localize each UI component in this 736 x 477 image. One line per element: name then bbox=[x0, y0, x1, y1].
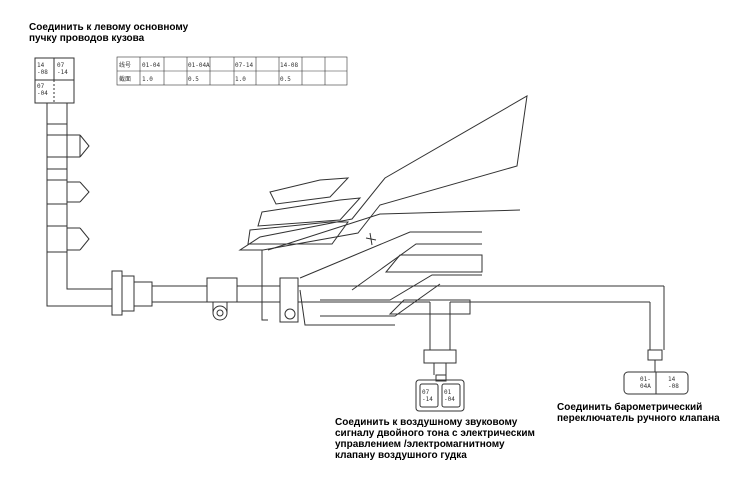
table-cell: 14-08 bbox=[280, 62, 298, 69]
caption-air-horn: Соединить к воздушному звуковому сигналу… bbox=[335, 417, 535, 461]
table-row-header: 线号 bbox=[119, 61, 131, 69]
caption-barometric: Соединить барометрический переключатель … bbox=[557, 402, 720, 424]
caption-left-line-2: пучку проводов кузова bbox=[29, 33, 145, 44]
table-cell: 1.0 bbox=[235, 76, 246, 83]
mounting-bracket bbox=[238, 95, 528, 326]
horn-pin-1: 07-14 bbox=[422, 389, 433, 403]
branch-arrow-2 bbox=[46, 179, 90, 205]
table-cell: 0.5 bbox=[280, 76, 291, 83]
caption-horn-line-4: клапану воздушного гудка bbox=[335, 450, 467, 461]
caption-baro-line-1: Соединить барометрический bbox=[557, 402, 703, 413]
table-row-header: 截面 bbox=[119, 75, 131, 83]
left-pin-2: 07-14 bbox=[57, 62, 68, 76]
left-harness-connector: 14-08 07-14 07-04 bbox=[34, 57, 75, 104]
caption-baro-line-2: переключатель ручного клапана bbox=[557, 413, 720, 424]
horn-pin-2: 01-04 bbox=[444, 389, 455, 403]
main-harness bbox=[46, 103, 665, 350]
caption-horn-line-1: Соединить к воздушному звуковому bbox=[335, 417, 518, 428]
table-cell: 01-04 bbox=[142, 62, 160, 69]
barometric-connector: 01-04A 14-08 bbox=[623, 349, 689, 395]
wire-table: 线号 01-04 01-04A 07-14 14-08 截面 1.0 0.5 1.0 0.5 bbox=[116, 56, 348, 86]
air-horn-connector: 07-14 01-04 bbox=[415, 349, 465, 412]
table-cell: 1.0 bbox=[142, 76, 153, 83]
caption-horn-line-3: управлением /электромагнитному bbox=[335, 439, 505, 450]
caption-left-harness: Соединить к левому основному пучку прово… bbox=[29, 22, 188, 44]
left-pin-3: 07-04 bbox=[37, 83, 48, 97]
branch-arrow-1 bbox=[46, 123, 90, 170]
caption-left-line-1: Соединить к левому основному bbox=[29, 22, 189, 33]
branch-arrow-3 bbox=[46, 225, 90, 253]
caption-horn-line-2: сигналу двойного тона с электрическим bbox=[335, 428, 535, 439]
baro-pin-2: 14-08 bbox=[668, 376, 679, 390]
baro-pin-1: 01-04A bbox=[640, 376, 651, 390]
table-cell: 0.5 bbox=[188, 76, 199, 83]
table-cell: 07-14 bbox=[235, 62, 253, 69]
table-cell: 01-04A bbox=[188, 62, 210, 69]
left-pin-1: 14-08 bbox=[37, 62, 48, 76]
